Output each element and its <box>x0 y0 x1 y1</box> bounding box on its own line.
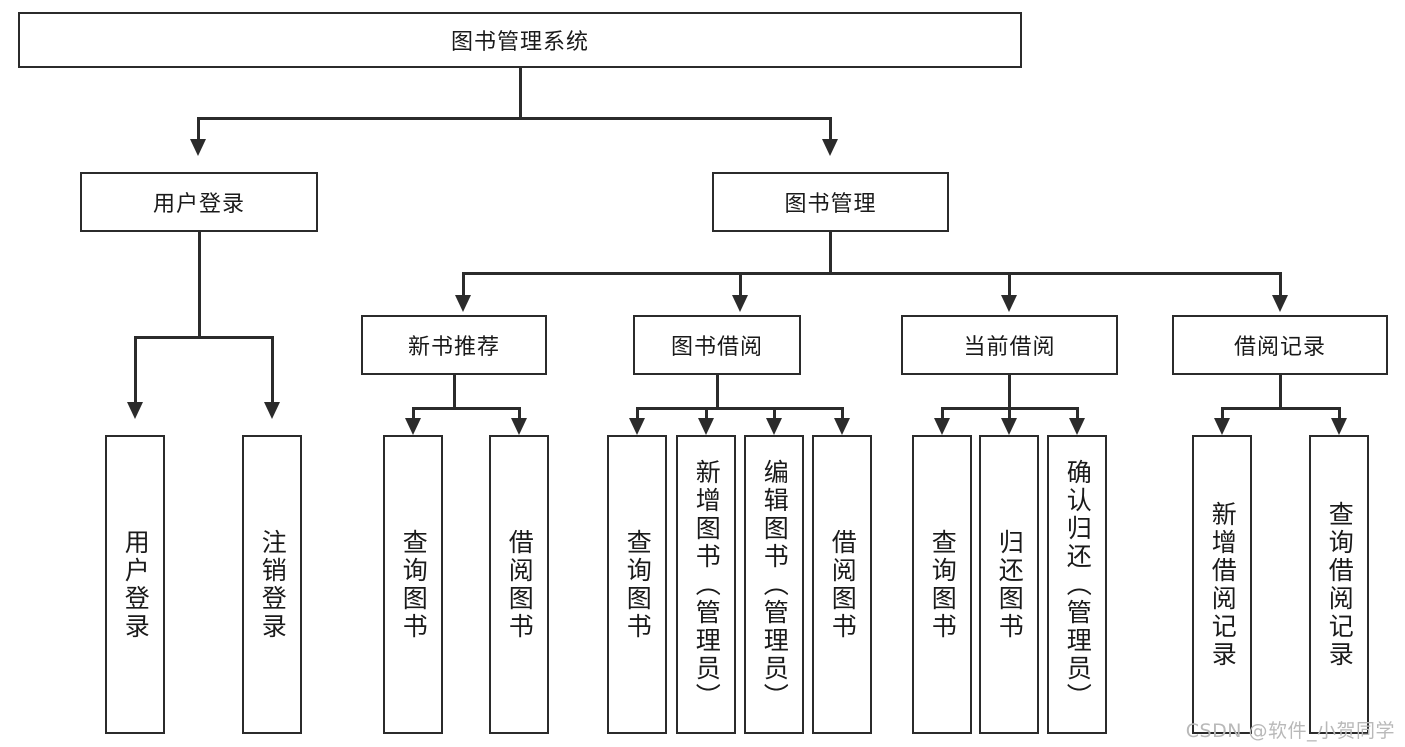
arrowhead-to-new-book-recommend <box>455 295 471 312</box>
leaf-add-borrow-record[interactable]: 新增借阅记录 <box>1192 435 1252 734</box>
node-label: 确认归还（管理员） <box>1063 458 1093 711</box>
connector-new-book-stem <box>453 375 456 408</box>
node-label: 新增图书（管理员） <box>692 458 722 711</box>
node-label: 新增借阅记录 <box>1208 500 1238 669</box>
connector-book-borrow-drop-3 <box>773 407 776 418</box>
connector-book-borrow-drop-2 <box>705 407 708 418</box>
arrowhead-current-borrow-leaf-2 <box>1001 418 1017 435</box>
leaf-borrow-book[interactable]: 借阅图书 <box>812 435 872 734</box>
connector-current-borrow-drop-1 <box>941 407 944 418</box>
node-current-borrow[interactable]: 当前借阅 <box>901 315 1118 375</box>
arrowhead-book-borrow-leaf-3 <box>766 418 782 435</box>
node-label: 图书管理系统 <box>450 30 589 55</box>
connector-book-borrow-stem <box>716 375 719 408</box>
arrowhead-borrow-record-leaf-1 <box>1214 418 1230 435</box>
node-label: 归还图书 <box>995 528 1025 641</box>
node-label: 图书借阅 <box>670 335 763 360</box>
arrowhead-new-book-leaf-2 <box>511 418 527 435</box>
node-label: 注销登录 <box>258 528 288 641</box>
node-label: 用户登录 <box>121 528 151 641</box>
arrowhead-to-book-management <box>822 139 838 156</box>
connector-level3-drop-2 <box>739 272 742 295</box>
leaf-query-book-current[interactable]: 查询图书 <box>912 435 972 734</box>
connector-current-borrow-drop-2 <box>1008 407 1011 418</box>
node-label: 用户登录 <box>152 192 245 217</box>
node-label: 查询借阅记录 <box>1325 500 1355 669</box>
leaf-confirm-return-admin[interactable]: 确认归还（管理员） <box>1047 435 1107 734</box>
connector-level2-drop-left <box>197 117 200 139</box>
arrowhead-book-borrow-leaf-2 <box>698 418 714 435</box>
leaf-return-book[interactable]: 归还图书 <box>979 435 1039 734</box>
leaf-add-book-admin[interactable]: 新增图书（管理员） <box>676 435 736 734</box>
node-label: 借阅记录 <box>1233 335 1326 360</box>
arrowhead-to-logout-leaf <box>264 402 280 419</box>
connector-user-login-bus <box>134 336 273 339</box>
csdn-watermark: CSDN @软件_小贺同学 <box>1185 720 1395 742</box>
connector-root-stem <box>519 68 522 117</box>
node-label: 借阅图书 <box>505 528 535 641</box>
node-label: 新书推荐 <box>407 335 500 360</box>
arrowhead-borrow-record-leaf-2 <box>1331 418 1347 435</box>
node-user-login[interactable]: 用户登录 <box>80 172 318 232</box>
arrowhead-new-book-leaf-1 <box>405 418 421 435</box>
node-label: 查询图书 <box>928 528 958 641</box>
node-root-system[interactable]: 图书管理系统 <box>18 12 1022 68</box>
connector-user-login-drop-1 <box>134 336 137 402</box>
connector-new-book-bus <box>412 407 520 410</box>
connector-book-borrow-drop-1 <box>636 407 639 418</box>
connector-new-book-drop-2 <box>518 407 521 418</box>
arrowhead-to-user-login <box>190 139 206 156</box>
arrowhead-to-user-login-leaf <box>127 402 143 419</box>
connector-borrow-record-drop-1 <box>1221 407 1224 418</box>
leaf-edit-book-admin[interactable]: 编辑图书（管理员） <box>744 435 804 734</box>
arrowhead-to-book-borrow <box>732 295 748 312</box>
connector-level3-drop-4 <box>1279 272 1282 295</box>
node-label: 查询图书 <box>623 528 653 641</box>
arrowhead-current-borrow-leaf-3 <box>1069 418 1085 435</box>
node-label: 查询图书 <box>399 528 429 641</box>
node-book-borrow[interactable]: 图书借阅 <box>633 315 801 375</box>
connector-borrow-record-bus <box>1221 407 1340 410</box>
node-new-book-recommend[interactable]: 新书推荐 <box>361 315 547 375</box>
connector-user-login-stem <box>198 232 201 336</box>
leaf-query-book-recommend[interactable]: 查询图书 <box>383 435 443 734</box>
arrowhead-current-borrow-leaf-1 <box>934 418 950 435</box>
connector-book-management-stem <box>829 232 832 273</box>
leaf-query-book-borrow[interactable]: 查询图书 <box>607 435 667 734</box>
connector-level2-drop-right <box>829 117 832 139</box>
node-borrow-record[interactable]: 借阅记录 <box>1172 315 1388 375</box>
node-label: 图书管理 <box>784 192 877 217</box>
connector-level3-drop-3 <box>1008 272 1011 295</box>
node-book-management[interactable]: 图书管理 <box>712 172 949 232</box>
connector-new-book-drop-1 <box>412 407 415 418</box>
node-label: 编辑图书（管理员） <box>760 458 790 711</box>
connector-level2-bus <box>197 117 831 120</box>
leaf-logout[interactable]: 注销登录 <box>242 435 302 734</box>
connector-book-borrow-drop-4 <box>841 407 844 418</box>
connector-level3-bus <box>462 272 1282 275</box>
connector-current-borrow-drop-3 <box>1076 407 1079 418</box>
connector-book-borrow-bus <box>636 407 843 410</box>
connector-borrow-record-stem <box>1279 375 1282 408</box>
arrowhead-book-borrow-leaf-1 <box>629 418 645 435</box>
leaf-user-login[interactable]: 用户登录 <box>105 435 165 734</box>
connector-user-login-drop-2 <box>271 336 274 402</box>
leaf-borrow-book-recommend[interactable]: 借阅图书 <box>489 435 549 734</box>
arrowhead-to-borrow-record <box>1272 295 1288 312</box>
node-label: 借阅图书 <box>828 528 858 641</box>
connector-current-borrow-stem <box>1008 375 1011 408</box>
connector-borrow-record-drop-2 <box>1338 407 1341 418</box>
node-label: 当前借阅 <box>963 335 1056 360</box>
leaf-query-borrow-record[interactable]: 查询借阅记录 <box>1309 435 1369 734</box>
arrowhead-to-current-borrow <box>1001 295 1017 312</box>
connector-level3-drop-1 <box>462 272 465 295</box>
arrowhead-book-borrow-leaf-4 <box>834 418 850 435</box>
